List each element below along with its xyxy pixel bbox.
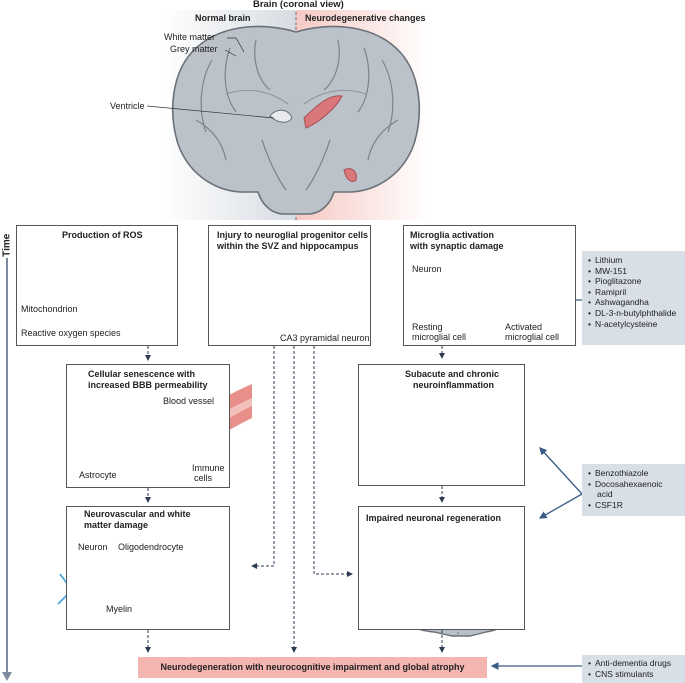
panel-neurovascular-title-1: Neurovascular and white bbox=[84, 509, 191, 519]
activated-microglia-label-2: microglial cell bbox=[505, 332, 560, 342]
drug-item: Benzothiazole bbox=[588, 468, 679, 479]
drug-item: Anti-dementia drugs bbox=[588, 658, 679, 669]
panel-injury-title-2: within the SVZ and hippocampus bbox=[217, 241, 359, 251]
drug-list-microglia: Lithium MW-151 Pioglitazone Ramipril Ash… bbox=[582, 251, 685, 345]
drug-list-regeneration: Benzothiazole Docosahexaenoic acid CSF1R bbox=[582, 464, 685, 516]
panel-neurovascular bbox=[66, 506, 230, 630]
ros-label: Reactive oxygen species bbox=[21, 328, 121, 338]
panel-neurovascular-title-2: matter damage bbox=[84, 520, 149, 530]
drug-item: Docosahexaenoic bbox=[588, 479, 679, 490]
brain-title: Brain (coronal view) bbox=[253, 0, 344, 10]
normal-brain-label: Normal brain bbox=[195, 13, 251, 23]
activated-microglia-label-1: Activated bbox=[505, 322, 543, 332]
resting-microglia-label-2: microglial cell bbox=[412, 332, 467, 342]
panel-microglia-title-1: Microglia activation bbox=[410, 230, 495, 240]
drug-item: Pioglitazone bbox=[588, 276, 679, 287]
drug-item: N-acetylcysteine bbox=[588, 319, 679, 330]
immune-cells-label-1: Immune bbox=[192, 463, 225, 473]
panel-microglia-title-2: with synaptic damage bbox=[410, 241, 504, 251]
time-arrow bbox=[2, 258, 12, 681]
drug-item: CSF1R bbox=[588, 500, 679, 511]
panel-inflammation bbox=[358, 364, 525, 486]
drug-item-continuation: acid bbox=[597, 489, 613, 500]
panel-senescence bbox=[66, 364, 230, 488]
panel-senescence-title-2: increased BBB permeability bbox=[88, 380, 208, 390]
blood-vessel-label: Blood vessel bbox=[163, 396, 215, 406]
panel-inflammation-title-1: Subacute and chronic bbox=[405, 369, 500, 379]
panel-injury-title-1: Injury to neuroglial progenitor cells bbox=[217, 230, 369, 240]
oligodendrocyte-label: Oligodendrocyte bbox=[118, 542, 184, 552]
outcome-banner: Neurodegeneration with neurocognitive im… bbox=[138, 657, 487, 678]
pathway-arrows bbox=[145, 346, 445, 653]
drug-item: Lithium bbox=[588, 255, 679, 266]
ventricle-label: Ventricle bbox=[110, 101, 145, 111]
panel-ros-title: Production of ROS bbox=[62, 230, 143, 240]
neurodegenerative-changes-label: Neurodegenerative changes bbox=[305, 13, 426, 23]
drug-item: Ramipril bbox=[588, 287, 679, 298]
panel-regeneration-title: Impaired neuronal regeneration bbox=[366, 513, 502, 523]
microglia-neuron-label: Neuron bbox=[412, 264, 442, 274]
drug-item: Ashwagandha bbox=[588, 297, 679, 308]
coronal-brain-icon bbox=[171, 25, 421, 215]
drug-list-outcome: Anti-dementia drugs CNS stimulants bbox=[582, 655, 685, 683]
panel-microglia bbox=[403, 225, 576, 346]
ca3-neuron-label: CA3 pyramidal neuron bbox=[280, 333, 370, 343]
panel-injury bbox=[208, 225, 371, 346]
immune-cells-label-2: cells bbox=[194, 473, 213, 483]
brain-leader-lines bbox=[146, 37, 275, 119]
drug-item: MW-151 bbox=[588, 266, 679, 277]
panel-ros bbox=[16, 225, 178, 346]
panel-inflammation-title-2: neuroinflammation bbox=[413, 380, 495, 390]
drug-item: CNS stimulants bbox=[588, 669, 679, 680]
time-label: Time bbox=[1, 233, 13, 257]
mitochondrion-label: Mitochondrion bbox=[21, 304, 78, 314]
drug-item: DL-3-n-butylphthalide bbox=[588, 308, 679, 319]
astrocyte-label: Astrocyte bbox=[79, 470, 117, 480]
white-matter-label: White matter bbox=[164, 32, 216, 42]
resting-microglia-label-1: Resting bbox=[412, 322, 443, 332]
neurovascular-neuron-label: Neuron bbox=[78, 542, 108, 552]
grey-matter-label: Grey matter bbox=[170, 44, 218, 54]
myelin-label: Myelin bbox=[106, 604, 133, 614]
panel-regeneration bbox=[358, 506, 525, 630]
panel-senescence-title-1: Cellular senescence with bbox=[88, 369, 196, 379]
